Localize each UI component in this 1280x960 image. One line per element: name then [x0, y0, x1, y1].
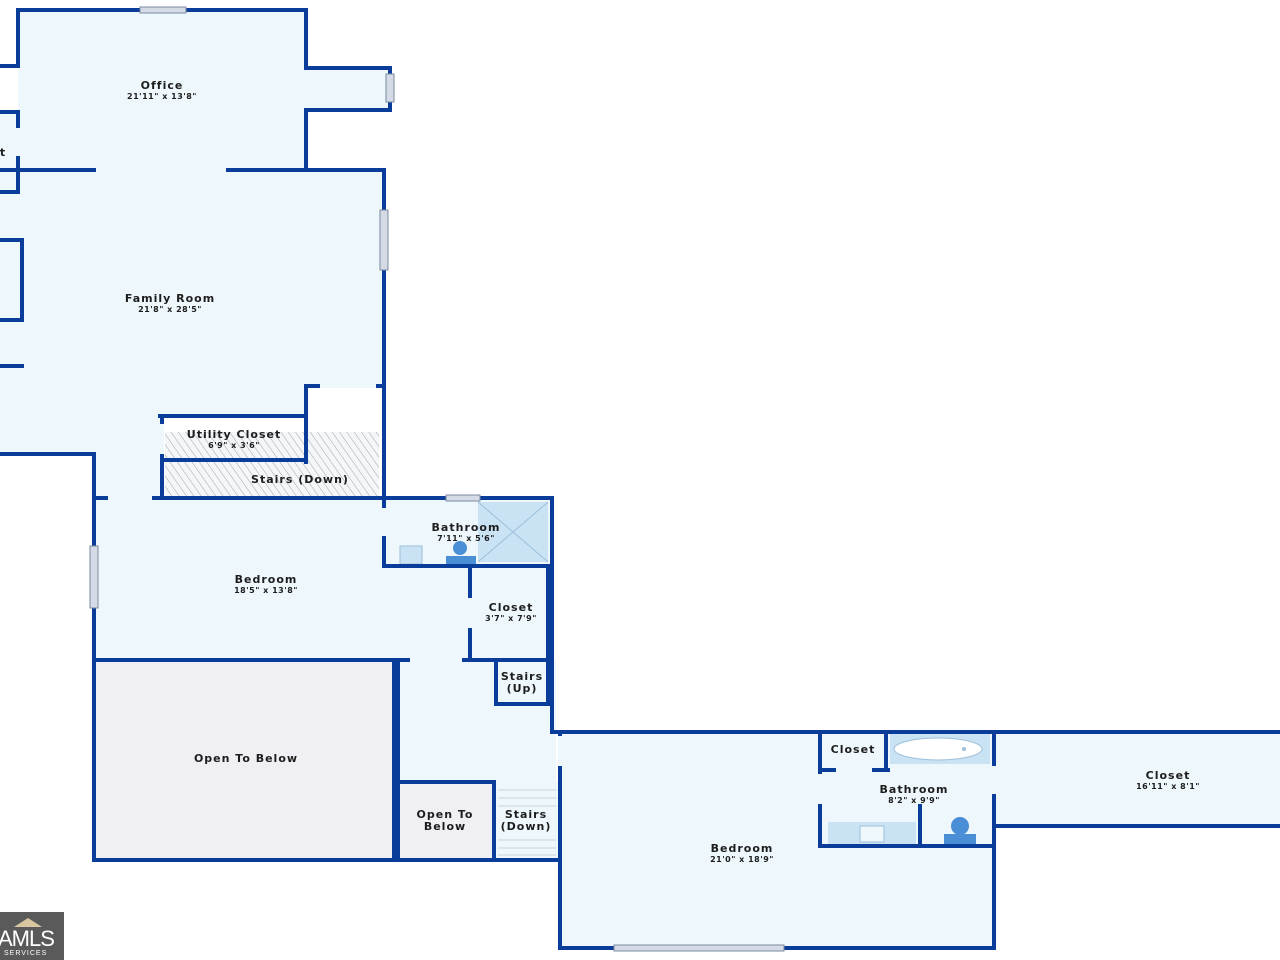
- bathroom-2-label: Bathroom: [880, 783, 949, 796]
- stairs-down-2-label: Stairs: [505, 808, 547, 821]
- office-fill: [18, 10, 390, 170]
- closet-1-fill: [472, 566, 548, 660]
- closet-3-fill: [994, 732, 1280, 826]
- closet-1-label: Closet: [489, 601, 534, 614]
- left-cut-label: t: [0, 146, 6, 159]
- family-room-label: Family Room: [125, 292, 215, 305]
- logo-brand: AMLS: [0, 926, 55, 951]
- room-fills: [0, 10, 1280, 948]
- fixtures: [399, 501, 990, 844]
- stairs-down-2-treads: [498, 789, 556, 856]
- closet-3-label: Closet: [1146, 769, 1191, 782]
- closet-1-dim: 3'7" x 7'9": [485, 614, 537, 623]
- bathroom-1-dim: 7'11" x 5'6": [437, 534, 495, 543]
- utility-closet-dim: 6'9" x 3'6": [208, 441, 260, 450]
- logo-subtext: SERVICES: [4, 950, 48, 957]
- office-label: Office: [141, 79, 184, 92]
- room-labels: Office 21'11" x 13'8" t Family Room 21'8…: [0, 79, 1200, 864]
- closet-3-dim: 16'11" x 8'1": [1136, 782, 1200, 791]
- stairs-up-label: Stairs: [501, 670, 543, 683]
- toilet-1-bowl: [453, 541, 467, 555]
- closet-2-label: Closet: [831, 743, 876, 756]
- windows: [16, 6, 996, 952]
- toilet-2-bowl: [951, 817, 969, 835]
- utility-closet-label: Utility Closet: [187, 428, 281, 441]
- stairs-up-label-2: (Up): [507, 682, 538, 695]
- stairs-down-2-fill: [494, 782, 558, 860]
- stairs-down-1-hatch: [165, 432, 379, 496]
- bedroom-2-label: Bedroom: [711, 842, 774, 855]
- open-below-2-label-2: Below: [424, 820, 466, 833]
- bedroom-1-label: Bedroom: [235, 573, 298, 586]
- mls-logo: AMLS SERVICES: [0, 912, 64, 960]
- toilet-1-tank: [446, 556, 476, 565]
- stairs-down-2-label-2: (Down): [501, 820, 552, 833]
- open-below-2-label: Open To: [417, 808, 474, 821]
- open-below-1-fill: [94, 660, 394, 860]
- bathroom-2-dim: 8'2" x 9'9": [888, 796, 940, 805]
- bedroom-2-dim: 21'0" x 18'9": [710, 855, 774, 864]
- bedroom-2-fill: [560, 732, 994, 948]
- open-below-1-label: Open To Below: [194, 752, 298, 765]
- bedroom-1-dim: 18'5" x 13'8": [234, 586, 298, 595]
- bathroom-1-label: Bathroom: [432, 521, 501, 534]
- house-roof-icon: [14, 918, 42, 927]
- stairs-down-1-label: Stairs (Down): [251, 473, 349, 486]
- open-below-2-fill: [398, 782, 494, 860]
- family-room-dim: 21'8" x 28'5": [138, 305, 202, 314]
- toilet-2-tank: [944, 834, 976, 844]
- stairs-up-fill: [496, 664, 548, 704]
- sink-1: [399, 545, 423, 565]
- office-dim: 21'11" x 13'8": [127, 92, 197, 101]
